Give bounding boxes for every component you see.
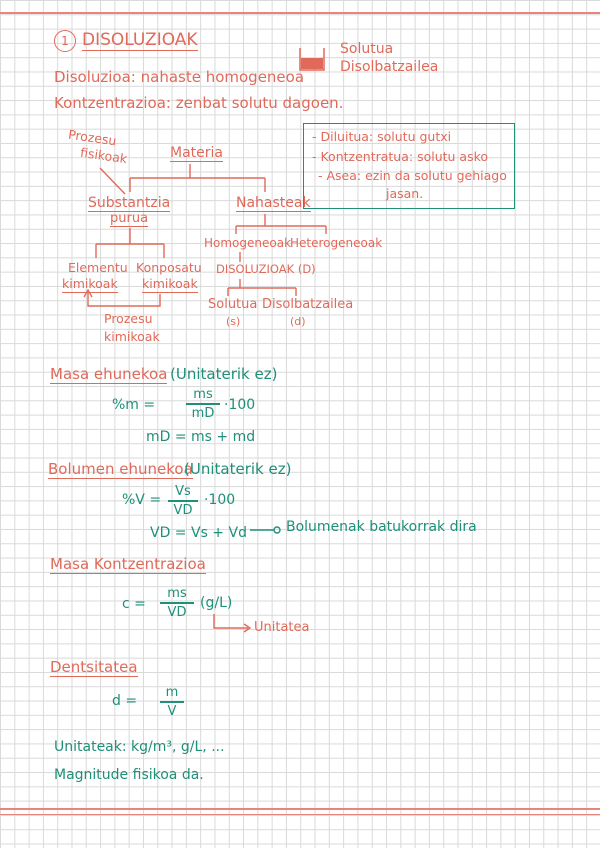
formula-pct-v-num: Vs: [175, 484, 191, 499]
concentration-types-box: [303, 123, 515, 209]
formula-pct-m-fraction: ms mD: [186, 388, 220, 420]
fraction-bar: [160, 602, 194, 604]
formula-pct-m-num: ms: [193, 387, 213, 402]
formula-c-num: ms: [167, 586, 187, 601]
formula-pct-v-fraction: Vs VD: [168, 485, 198, 517]
definition-disoluzioa: Disoluzioa: nahaste homogeneoa: [54, 68, 305, 86]
infobox-diluitua: - Diluitua: solutu gutxi: [312, 129, 452, 144]
tree-substantzia: Substantzia: [88, 195, 171, 212]
formula-pct-m-den: mD: [191, 405, 215, 421]
tree-nahasteak: Nahasteak: [236, 195, 311, 212]
beaker-icon: [298, 46, 328, 76]
tree-purua: purua: [110, 211, 149, 227]
tree-solutua: Solutua: [208, 297, 258, 312]
fraction-bar: [160, 701, 184, 703]
tree-materia: Materia: [170, 145, 223, 162]
formula-d-num: m: [165, 685, 179, 700]
tree-heterogeneoak: Heterogeneoak: [290, 236, 383, 250]
heading-bolumen-ehunekoa: Bolumen ehunekoa: [48, 460, 193, 479]
top-rule: [0, 12, 600, 14]
formula-mass-sum: mD = ms + md: [146, 429, 256, 445]
page-title: DISOLUZIOAK: [82, 30, 198, 51]
heading-masa-kontzentrazioa: Masa Kontzentrazioa: [50, 555, 206, 574]
tree-disolbatzailea: Disolbatzailea: [262, 297, 354, 312]
legend-disolbatzailea: Disolbatzailea: [340, 59, 439, 75]
note-bolumen-ehunekoa: (Unitaterik ez): [184, 460, 292, 478]
tree-homogeneoak: Homogeneoak: [204, 236, 292, 250]
formula-c-fraction: ms VD: [160, 587, 194, 619]
infobox-jasan: jasan.: [386, 186, 424, 201]
formula-d-lhs: d =: [112, 693, 138, 709]
tree-disoluzioak: DISOLUZIOAK (D): [216, 262, 316, 276]
tree-elementu: Elementu: [68, 260, 128, 275]
magnitude-line: Magnitude fisikoa da.: [54, 767, 204, 783]
tree-prozesu-kimikoak-2: kimikoak: [104, 329, 160, 344]
formula-c-lhs: c =: [122, 596, 146, 612]
title-number: 1: [54, 30, 76, 52]
fraction-bar: [186, 403, 220, 405]
formula-vol-sum: VD = Vs + Vd: [150, 525, 247, 541]
bottom-rule: [0, 808, 600, 810]
tree-konposatu-kimikoak: kimikoak: [142, 276, 198, 293]
legend-solutua: Solutua: [340, 41, 394, 57]
units-line: Unitateak: kg/m³, g/L, ...: [54, 739, 225, 755]
note-bolumenak-batukorrak: Bolumenak batukorrak dira: [286, 519, 477, 535]
bottom-rule-2: [0, 814, 600, 815]
tree-konposatu: Konposatu: [136, 260, 202, 275]
formula-d-fraction: m V: [160, 686, 184, 718]
formula-d-den: V: [167, 703, 177, 719]
formula-pct-v-lhs: %V =: [122, 492, 162, 508]
note-masa-ehunekoa: (Unitaterik ez): [170, 365, 278, 383]
infobox-asea: - Asea: ezin da solutu gehiago: [318, 168, 507, 183]
formula-c-den: VD: [167, 604, 187, 620]
tree-prozesu-kimikoak-1: Prozesu: [104, 311, 153, 326]
heading-masa-ehunekoa: Masa ehunekoa: [50, 365, 168, 384]
infobox-kontzentratua: - Kontzentratua: solutu asko: [312, 149, 489, 164]
tree-disolbatzailea-symbol: (d): [290, 315, 306, 328]
formula-c-unit: (g/L): [200, 595, 233, 611]
note-unitatea: Unitatea: [254, 620, 310, 635]
formula-pct-m-tail: ·100: [224, 397, 256, 413]
heading-dentsitatea: Dentsitatea: [50, 658, 138, 677]
fraction-bar: [168, 500, 198, 502]
formula-pct-v-den: VD: [173, 502, 193, 518]
tree-solutua-symbol: (s): [226, 315, 241, 328]
formula-pct-v-tail: ·100: [204, 492, 236, 508]
definition-kontzentrazioa: Kontzentrazioa: zenbat solutu dagoen.: [54, 94, 344, 112]
formula-pct-m-lhs: %m =: [112, 397, 156, 413]
